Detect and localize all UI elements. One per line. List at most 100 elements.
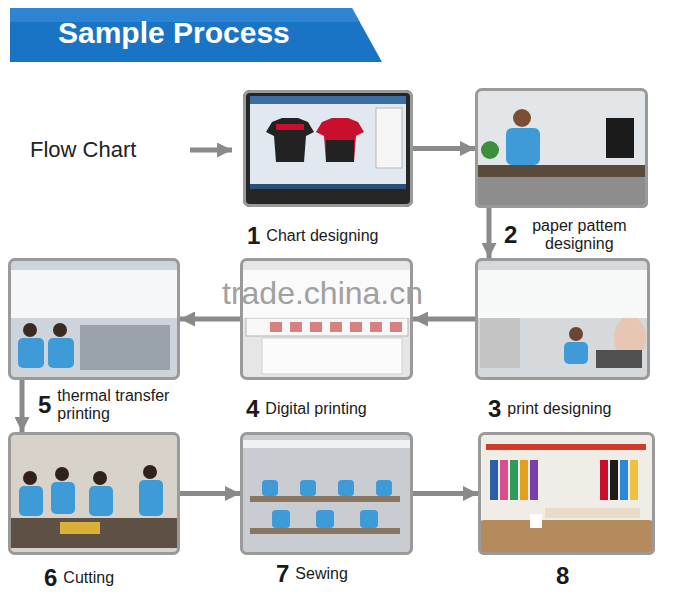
title-banner: [10, 8, 382, 62]
step-name: Sewing: [295, 565, 347, 583]
head: [23, 323, 37, 337]
shirt: [89, 486, 113, 516]
garment: [620, 460, 628, 500]
panel: [376, 108, 402, 168]
printer: [246, 318, 408, 336]
head: [55, 467, 69, 481]
ceiling-light: [240, 440, 413, 448]
photo-step: 1Chart designing: [243, 90, 413, 207]
worker: [360, 510, 378, 528]
garment: [500, 460, 508, 500]
photo-step: 6Cutting: [8, 432, 180, 555]
step-number: 8: [556, 562, 569, 590]
photo-step: 2paper pattem designing: [475, 88, 648, 208]
step-number: 5: [38, 391, 51, 419]
step-number: 1: [247, 222, 260, 250]
photo-step: 7Sewing: [240, 432, 413, 555]
plant: [481, 141, 499, 159]
shirt-stripe: [276, 124, 304, 130]
shirt-stripe: [326, 140, 354, 162]
watermark: trade.china.cn: [222, 275, 423, 312]
photo-bg: [475, 88, 648, 208]
photo-bg: [8, 432, 180, 555]
step-number: 4: [246, 395, 259, 423]
table: [8, 518, 180, 548]
step-caption: 6 Cutting: [44, 564, 114, 592]
desk: [596, 350, 642, 368]
step-caption: 8: [556, 562, 569, 590]
head: [53, 323, 67, 337]
garment: [510, 460, 518, 500]
step-name: print designing: [507, 400, 611, 418]
shirt: [48, 338, 74, 368]
step-name: thermal transfer printing: [57, 387, 197, 424]
watermark-band: [0, 270, 696, 318]
flow-arrow: [180, 491, 240, 496]
flow-arrow: [487, 208, 492, 258]
toolbar: [250, 96, 406, 104]
flow-arrow: [180, 317, 240, 322]
step-caption: 2paper pattem designing: [504, 217, 635, 254]
garment: [610, 460, 618, 500]
worker: [262, 480, 278, 496]
photo-bg: [243, 90, 413, 207]
sign-bar: [486, 444, 646, 450]
step-name: Cutting: [63, 569, 114, 587]
print-mark: [330, 322, 342, 332]
shirt: [19, 486, 43, 516]
floor: [475, 177, 648, 208]
step-number: 6: [44, 564, 57, 592]
step-name: paper pattem designing: [523, 217, 635, 254]
head: [23, 471, 37, 485]
flow-arrow: [413, 317, 475, 322]
photo-bg: [240, 432, 413, 555]
step-caption: 5thermal transfer printing: [38, 387, 197, 424]
worker: [300, 480, 316, 496]
bench: [250, 496, 400, 502]
fabric-pile: [60, 522, 100, 534]
bench: [250, 528, 400, 534]
head: [143, 465, 157, 479]
garment: [630, 460, 638, 500]
step-number: 2: [504, 221, 517, 249]
step-name: Chart designing: [266, 227, 378, 245]
shirt: [51, 482, 75, 514]
floor: [478, 520, 655, 555]
machine: [480, 318, 520, 368]
worker: [316, 510, 334, 528]
step-caption: 3 print designing: [488, 395, 611, 423]
shirt: [564, 342, 588, 364]
print-mark: [350, 322, 362, 332]
worker: [272, 510, 290, 528]
worker: [338, 480, 354, 496]
garment: [600, 460, 608, 500]
step-caption: 4Digital printing: [246, 395, 367, 423]
worker: [376, 480, 392, 496]
heat-press: [80, 325, 170, 370]
photo-step: 5thermal transfer printing: [8, 258, 180, 380]
head: [93, 471, 107, 485]
flow-arrow: [413, 491, 478, 496]
head: [569, 327, 583, 341]
taskbar: [250, 184, 406, 189]
print-mark: [310, 322, 322, 332]
garment: [520, 460, 528, 500]
shirt: [18, 338, 44, 368]
photo-step: 3print designing: [475, 258, 650, 380]
table: [545, 508, 640, 518]
print-mark: [290, 322, 302, 332]
garment: [490, 460, 498, 500]
flow-arrow: [20, 380, 25, 432]
photo-bg: [478, 432, 655, 555]
shirt: [506, 128, 540, 165]
step-number: 3: [488, 395, 501, 423]
flow-chart-label: Flow Chart: [30, 137, 136, 163]
print-mark: [370, 322, 382, 332]
monitor: [606, 118, 634, 158]
head: [513, 109, 531, 127]
flow-arrow: [413, 146, 475, 151]
garment: [530, 460, 538, 500]
step-caption: 1 Chart designing: [247, 222, 378, 250]
banner-title: Sample Process: [58, 16, 290, 50]
chair: [530, 514, 542, 528]
